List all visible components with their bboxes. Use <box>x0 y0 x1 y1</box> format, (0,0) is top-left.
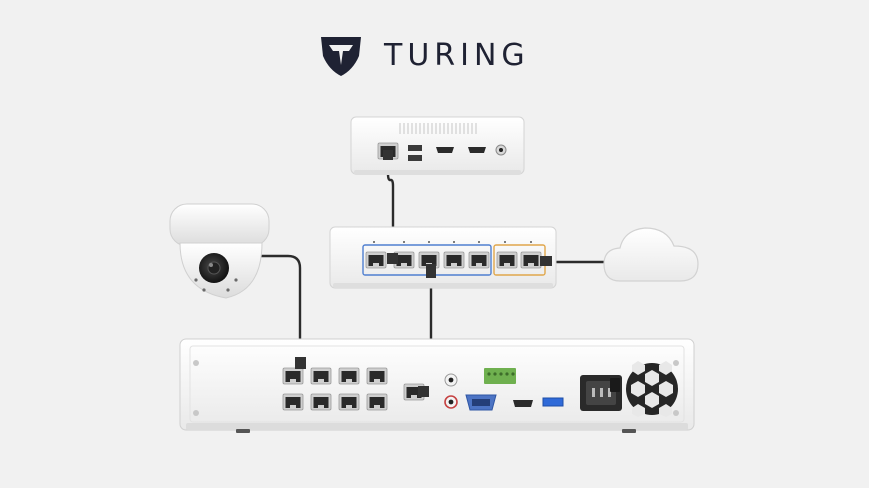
cable-camera-to-nvr <box>256 254 302 362</box>
network-switch <box>329 226 557 289</box>
nvr-poe-port <box>338 393 360 411</box>
cable-pc-to-switch <box>386 158 395 254</box>
cloud-icon <box>603 227 699 282</box>
fan-grille-icon <box>626 361 678 417</box>
switch-port <box>496 251 518 269</box>
nvr-poe-port <box>310 367 332 385</box>
nvr-poe-port <box>338 367 360 385</box>
brand-name: TURING <box>384 37 530 73</box>
hdmi-port-icon <box>513 400 533 407</box>
ethernet-plug-icon <box>383 150 393 160</box>
nvr-poe-port <box>366 367 388 385</box>
nvr-poe-port <box>282 393 304 411</box>
nvr-poe-port <box>366 393 388 411</box>
mini-pc-vent <box>399 123 477 134</box>
nvr-poe-port <box>310 393 332 411</box>
nvr-screws <box>193 360 679 416</box>
hdmi-port-icon <box>468 147 486 153</box>
dome-camera <box>169 203 270 299</box>
brand-header: TURING <box>318 32 530 78</box>
switch-port <box>520 251 542 269</box>
switch-port <box>443 251 465 269</box>
camera-ir-leds <box>194 278 238 292</box>
switch-port <box>468 251 490 269</box>
nvr-poe-port <box>282 367 304 385</box>
switch-port <box>365 251 387 269</box>
terminal-block-icon <box>484 368 516 384</box>
power-switch-icon <box>610 378 620 392</box>
switch-port-leds <box>373 241 532 243</box>
hdmi-port-icon <box>436 147 454 153</box>
mini-pc <box>350 116 525 175</box>
mini-pc-usb-ports <box>408 145 422 161</box>
nvr-poe-ports <box>282 357 388 411</box>
nvr <box>179 338 695 433</box>
usb-port-icon <box>542 397 564 407</box>
shield-logo-icon <box>321 37 361 76</box>
